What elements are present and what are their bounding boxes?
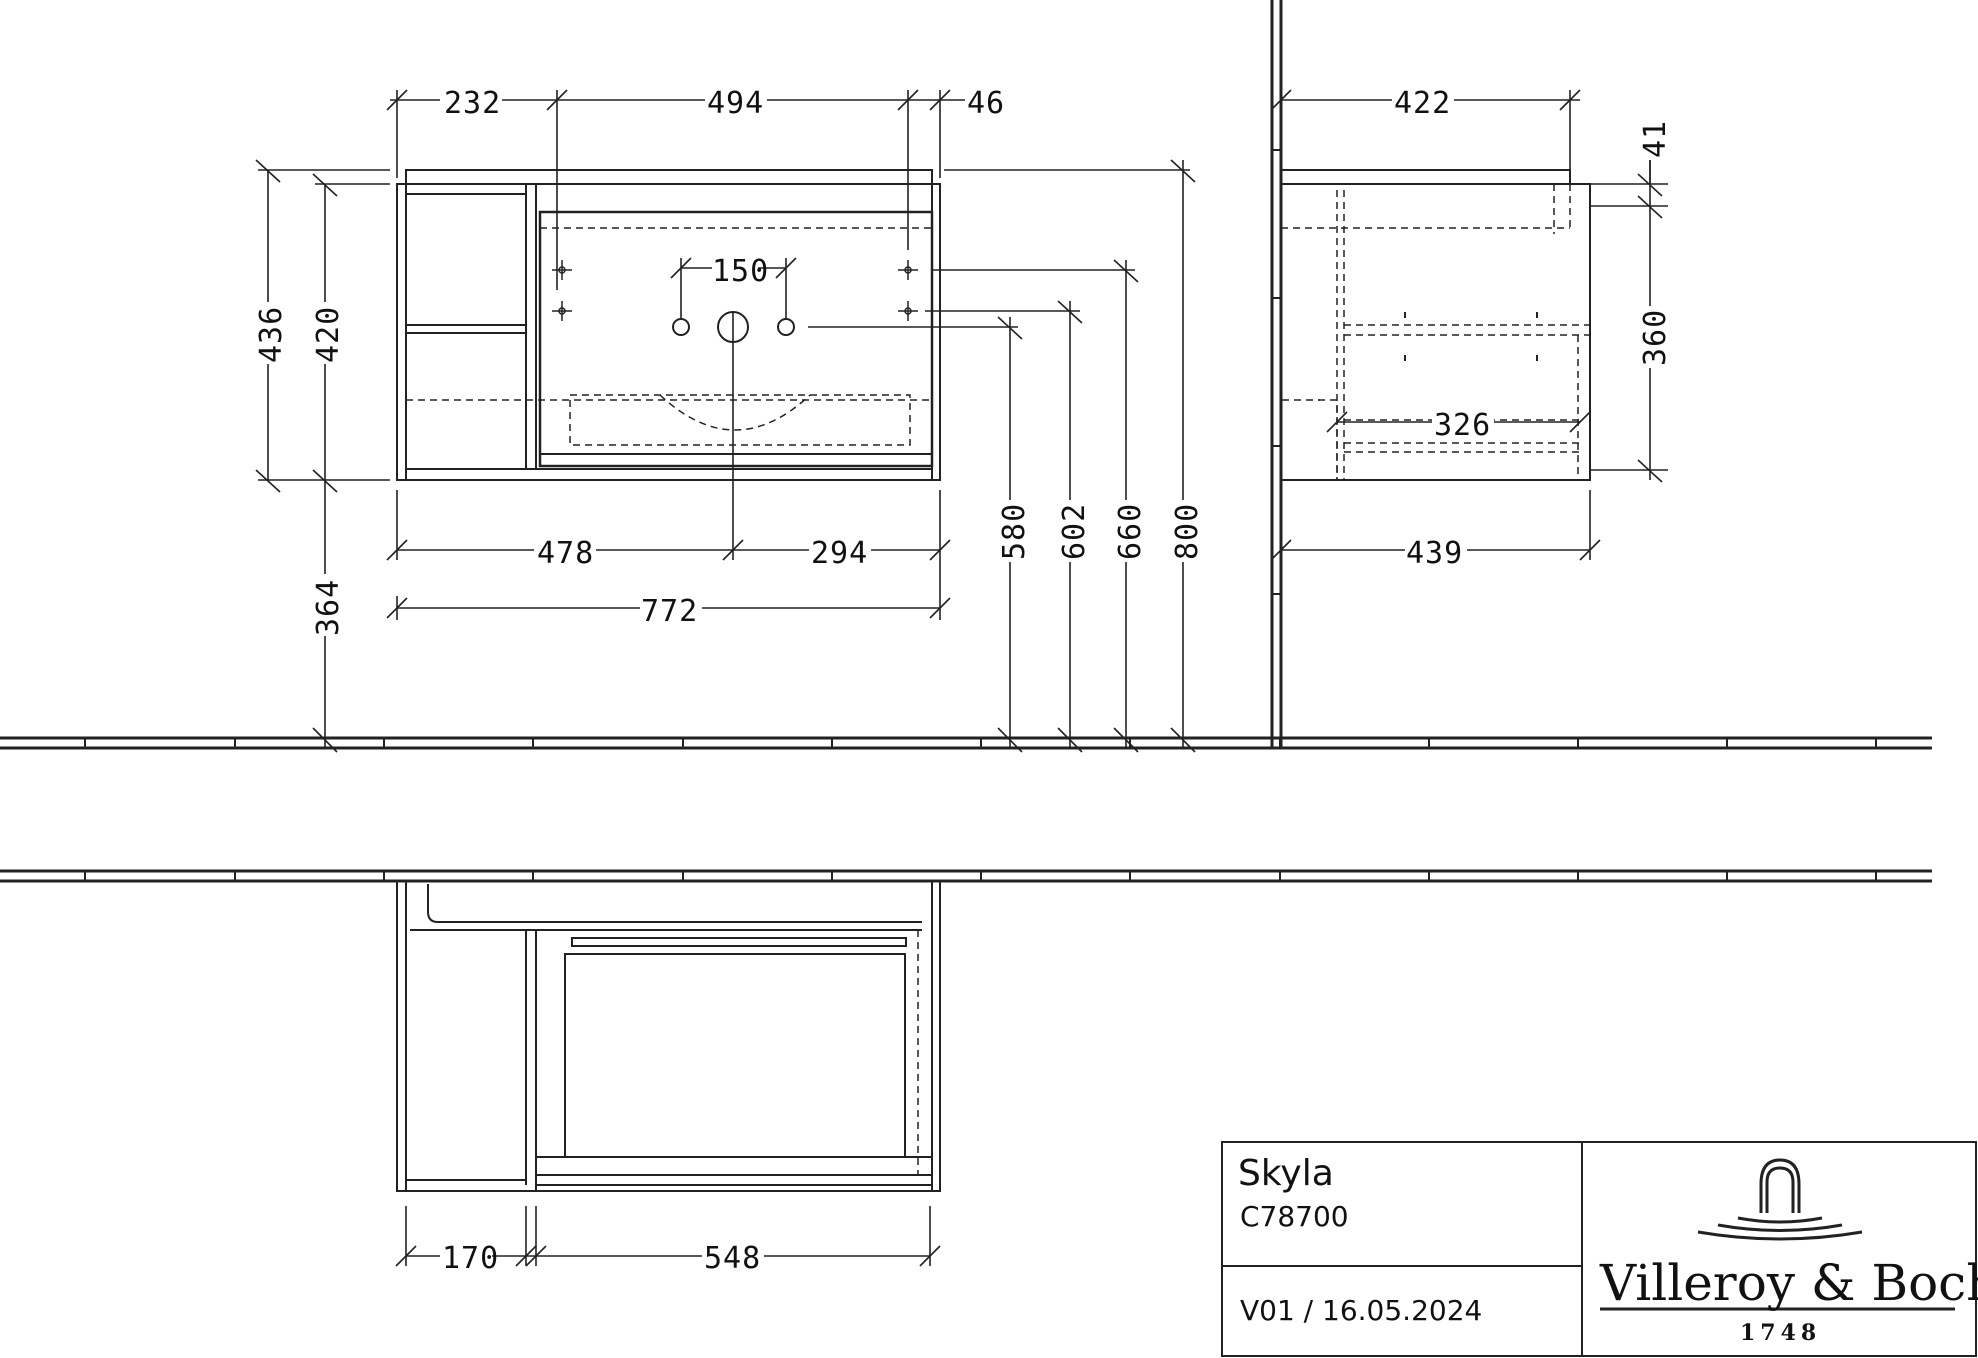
plan-dimension-lines [395,1206,941,1267]
dim-170: 170 [442,1241,499,1276]
dimension-labels: 232 494 46 150 436 420 364 478 294 772 5… [250,84,1673,1276]
dim-436: 436 [254,306,289,363]
dim-602: 602 [1057,503,1092,560]
dim-420: 420 [311,306,346,363]
dim-360: 360 [1638,309,1673,366]
title-block [1221,1141,1977,1357]
dim-232: 232 [444,86,501,121]
dim-46: 46 [967,86,1005,121]
plan-view [396,880,941,1192]
side-view [1280,169,1591,481]
dim-800: 800 [1170,503,1205,560]
dim-294: 294 [811,536,868,571]
dim-580: 580 [997,503,1032,560]
ceiling-plan-line [0,869,1932,883]
dim-150: 150 [712,254,769,289]
dim-548: 548 [704,1241,761,1276]
dim-364: 364 [311,579,346,636]
dim-660: 660 [1113,503,1148,560]
wall-line [1270,0,1283,748]
product-code: C78700 [1240,1200,1349,1233]
brand-logo-icon [1600,1158,1955,1311]
dim-772: 772 [641,594,698,629]
dim-41: 41 [1638,120,1673,158]
floor-line [0,736,1932,750]
front-view [396,169,941,481]
brand-year: 1748 [1740,1320,1821,1346]
dim-326: 326 [1434,408,1491,443]
product-name: Skyla [1238,1153,1334,1194]
brand-name: Villeroy & Boch [1599,1254,1978,1312]
version-date: V01 / 16.05.2024 [1240,1294,1482,1327]
dim-422: 422 [1394,86,1451,121]
dim-494: 494 [707,86,764,121]
dim-439: 439 [1406,536,1463,571]
dim-478: 478 [537,536,594,571]
